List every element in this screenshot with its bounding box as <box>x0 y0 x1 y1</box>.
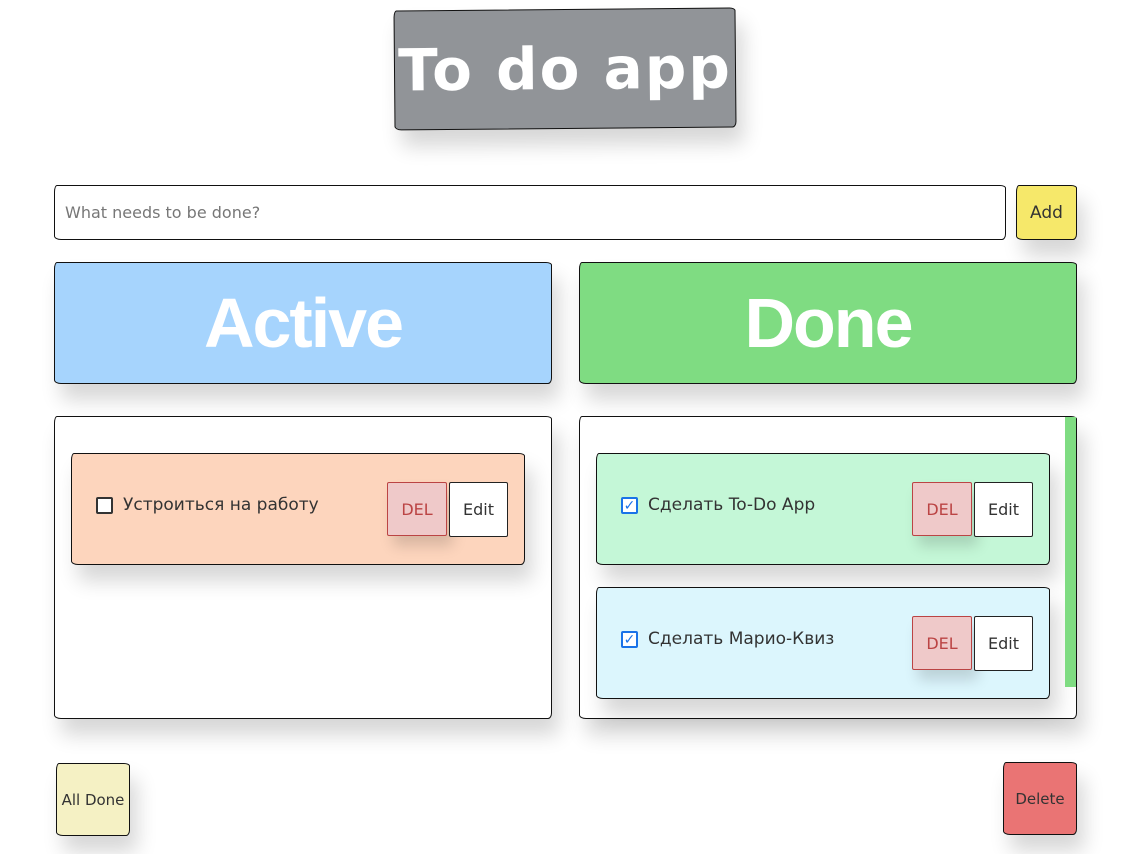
add-button[interactable]: Add <box>1016 185 1077 240</box>
checkbox-checked-icon[interactable]: ✓ <box>621 631 638 648</box>
app-title: To do app <box>397 33 733 105</box>
todo-card: Устроиться на работу DEL Edit <box>71 453 525 565</box>
todo-edit-button[interactable]: Edit <box>449 482 508 537</box>
add-button-label: Add <box>1030 202 1063 223</box>
all-done-button[interactable]: All Done <box>56 763 130 836</box>
check-mark-icon: ✓ <box>623 497 636 514</box>
todo-text: Устроиться на работу <box>123 495 319 515</box>
checkbox-empty-icon[interactable] <box>96 497 113 514</box>
active-column-title: Active <box>203 284 404 362</box>
delete-button[interactable]: Delete <box>1003 762 1077 835</box>
todo-text: Сделать To-Do App <box>648 495 816 515</box>
app-title-banner: To do app <box>393 7 737 131</box>
done-list-scrollbar[interactable] <box>1065 417 1076 687</box>
checkbox-checked-icon[interactable]: ✓ <box>621 497 638 514</box>
active-column-header: Active <box>54 262 552 384</box>
all-done-label: All Done <box>61 790 125 809</box>
done-column-header: Done <box>579 262 1077 384</box>
done-todo-list: ✓ Сделать To-Do App DEL Edit ✓ Сделать М… <box>579 416 1077 719</box>
todo-text: Сделать Марио-Квиз <box>648 629 835 649</box>
todo-edit-label: Edit <box>988 500 1019 519</box>
todo-edit-label: Edit <box>988 634 1019 653</box>
todo-delete-button[interactable]: DEL <box>387 482 447 536</box>
todo-delete-label: DEL <box>401 499 433 519</box>
todo-delete-button[interactable]: DEL <box>912 616 972 670</box>
done-column-title: Done <box>744 284 914 362</box>
todo-card: ✓ Сделать To-Do App DEL Edit <box>596 453 1050 565</box>
delete-label: Delete <box>1015 789 1065 808</box>
todo-edit-button[interactable]: Edit <box>974 482 1033 537</box>
check-mark-icon: ✓ <box>623 631 636 648</box>
todo-delete-label: DEL <box>926 633 958 653</box>
todo-edit-label: Edit <box>463 500 494 519</box>
todo-card: ✓ Сделать Марио-Квиз DEL Edit <box>596 587 1050 699</box>
active-todo-list: Устроиться на работу DEL Edit <box>54 416 552 719</box>
todo-delete-label: DEL <box>926 499 958 519</box>
new-todo-input[interactable] <box>54 185 1006 240</box>
todo-delete-button[interactable]: DEL <box>912 482 972 536</box>
todo-edit-button[interactable]: Edit <box>974 616 1033 671</box>
